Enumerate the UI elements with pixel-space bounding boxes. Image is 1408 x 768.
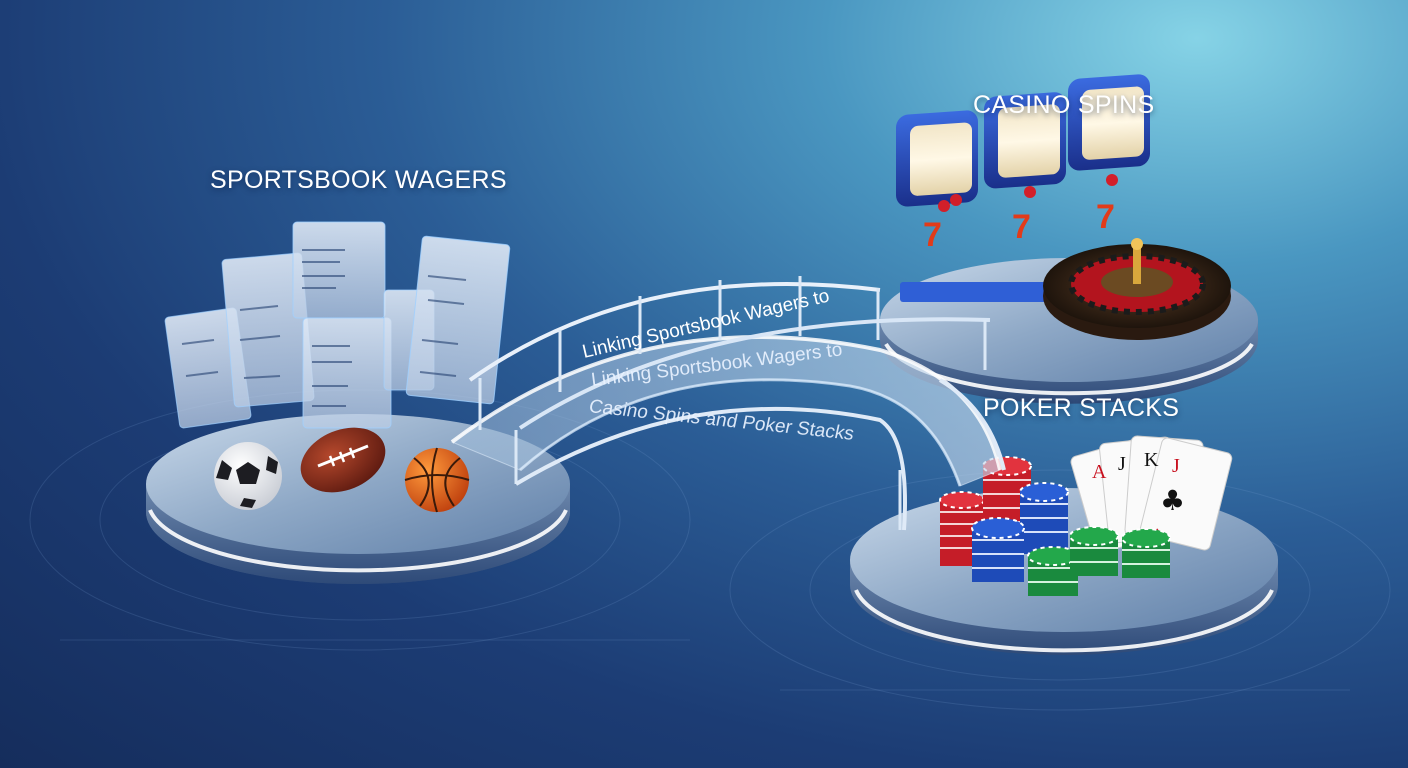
roulette-wheel-icon [1043, 238, 1231, 340]
card-4: J [1172, 455, 1180, 477]
basketball-icon [404, 447, 470, 513]
slot-symbol-2: 7 [1012, 208, 1031, 246]
svg-text:♣: ♣ [1160, 484, 1185, 517]
playing-cards-icon: A J K J ♣ ♦ [1070, 435, 1233, 554]
slot-symbol-3: 7 [1096, 198, 1115, 236]
poker-stacks-label: POKER STACKS [983, 394, 1180, 422]
football-icon [300, 427, 386, 493]
casino-spins-label: CASINO SPINS [973, 91, 1155, 119]
card-1: A [1092, 461, 1107, 483]
poker-chips-icon [939, 456, 1171, 596]
sportsbook-wagers-label: SPORTSBOOK WAGERS [210, 166, 507, 194]
slot-symbol-1: 7 [923, 216, 942, 254]
wager-tickets [164, 221, 511, 429]
card-3: K [1144, 449, 1159, 471]
card-2: J [1118, 453, 1126, 475]
soccer-ball-icon [214, 442, 282, 510]
bridge-deck-line-2: Casino Spins and Poker Stacks [587, 396, 856, 444]
